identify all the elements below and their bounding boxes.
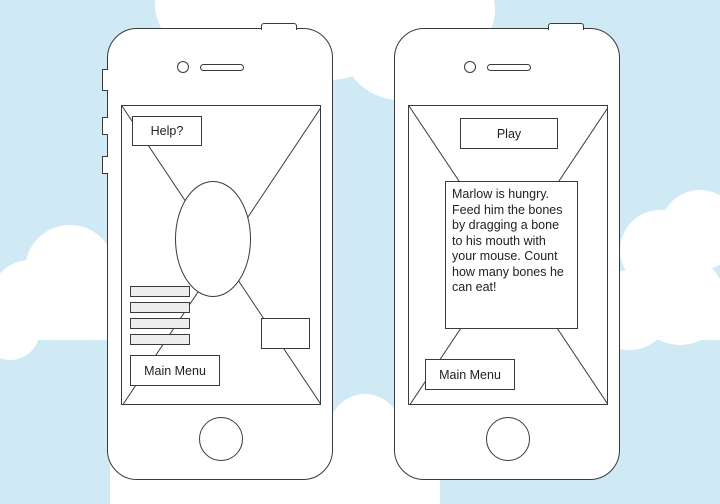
- help-button[interactable]: Help?: [132, 116, 202, 146]
- volume-switch: [102, 69, 108, 91]
- play-button[interactable]: Play: [460, 118, 558, 149]
- power-button: [548, 23, 584, 30]
- screen-right: Play Marlow is hungry. Feed him the bone…: [408, 105, 608, 405]
- main-menu-button-label: Main Menu: [439, 367, 501, 382]
- volume-down-button: [102, 156, 108, 174]
- instructions-text-content: Marlow is hungry. Feed him the bones by …: [452, 187, 564, 294]
- speaker-grille: [200, 64, 244, 71]
- main-menu-button[interactable]: Main Menu: [130, 355, 220, 386]
- main-menu-button[interactable]: Main Menu: [425, 359, 515, 390]
- volume-up-button: [102, 117, 108, 135]
- instructions-text: Marlow is hungry. Feed him the bones by …: [445, 181, 578, 329]
- bone-item-1[interactable]: [130, 286, 190, 297]
- home-button[interactable]: [199, 417, 243, 461]
- front-camera: [177, 61, 189, 73]
- play-button-label: Play: [496, 126, 522, 141]
- bone-item-4[interactable]: [130, 334, 190, 345]
- phone-right: Play Marlow is hungry. Feed him the bone…: [394, 23, 620, 480]
- main-menu-button-label: Main Menu: [144, 363, 206, 378]
- power-button: [261, 23, 297, 30]
- speaker-grille: [487, 64, 531, 71]
- help-button-label: Help?: [150, 124, 184, 138]
- home-button[interactable]: [486, 417, 530, 461]
- screen-left: Help? Main Menu: [121, 105, 321, 405]
- phone-left: Help? Main Menu: [102, 23, 333, 480]
- character-oval: [175, 181, 251, 297]
- bone-item-2[interactable]: [130, 302, 190, 313]
- counter-box: [261, 318, 310, 349]
- bone-item-3[interactable]: [130, 318, 190, 329]
- front-camera: [464, 61, 476, 73]
